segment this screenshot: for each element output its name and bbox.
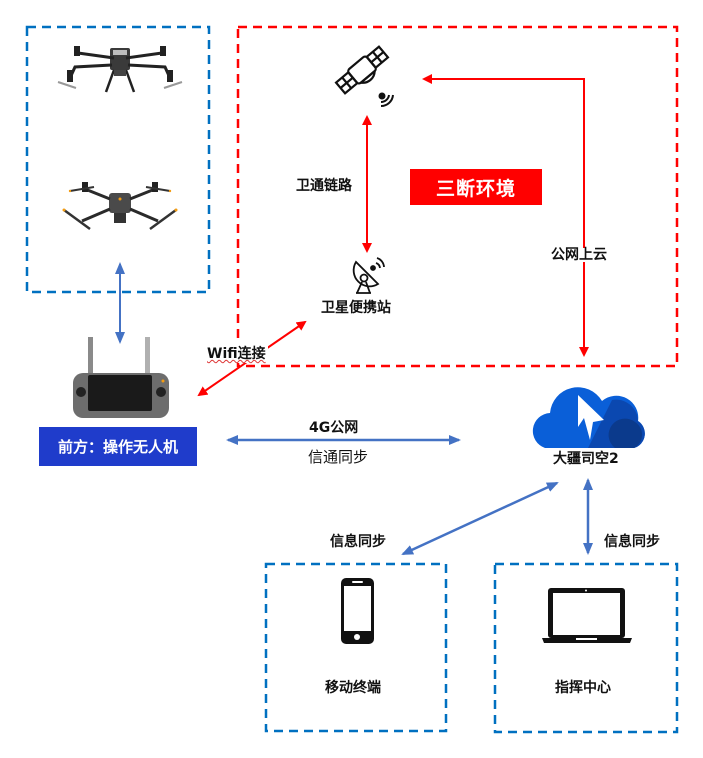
laptop-icon	[542, 588, 632, 643]
command-center-label: 指挥中心	[555, 680, 611, 696]
cloud-mobile-link	[401, 481, 559, 556]
cloud-platform-label: 大疆司空2	[553, 451, 619, 467]
cloud-arrow-icon	[532, 387, 645, 448]
mobile-sync-label: 信息同步	[330, 534, 386, 550]
wifi-link-label: Wifi连接	[205, 343, 268, 363]
channel-sync-label: 信通同步	[308, 448, 369, 466]
remote-controller-icon	[73, 337, 169, 418]
three-outage-environment-badge: 三断环境	[410, 169, 542, 205]
public-cloud-label: 公网上云	[551, 247, 607, 263]
drone-small-icon	[62, 182, 178, 231]
satellite-icon	[334, 45, 390, 95]
drone-group-box	[25, 25, 211, 294]
portable-station-label: 卫星便携站	[321, 300, 391, 316]
controller-badge: 前方：操作无人机	[39, 427, 197, 466]
drone-large-icon	[57, 46, 183, 93]
satellite-dish-icon	[352, 257, 385, 294]
public-cloud-link	[422, 74, 589, 357]
mobile-terminal-box	[264, 562, 448, 733]
command-center-box	[493, 562, 679, 734]
mobile-terminal-label: 移动终端	[325, 680, 381, 696]
command-sync-label: 信息同步	[604, 534, 660, 550]
satellite-link-label: 卫通链路	[296, 178, 352, 194]
satellite-signal-icon	[378, 92, 394, 108]
three-outage-zone-box	[236, 25, 679, 368]
smartphone-icon	[341, 578, 374, 644]
4g-network-label: 4G公网	[309, 420, 359, 436]
